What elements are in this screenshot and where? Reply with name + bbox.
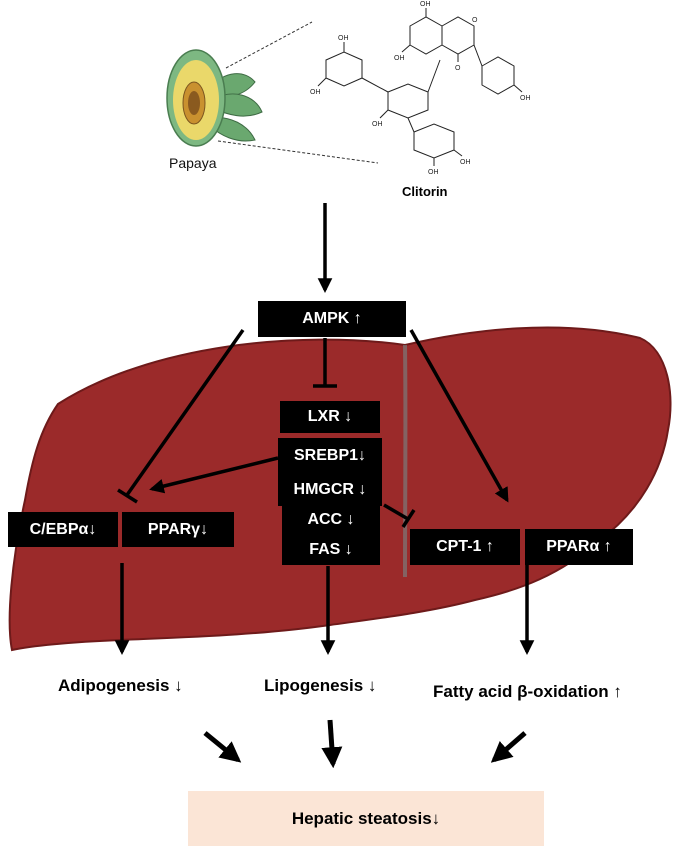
atom-oh-7: OH — [428, 169, 439, 176]
zoom-line-bottom — [217, 140, 379, 164]
node-lxr: LXR ↓ — [280, 401, 380, 433]
papaya-illustration — [166, 49, 263, 147]
arrow-srebp1-to-ppargamma — [149, 456, 279, 494]
inhibit-ampk-to-ppargamma — [125, 328, 245, 497]
papaya-label: Papaya — [169, 155, 217, 171]
node-fas: FAS ↓ — [282, 534, 380, 565]
clitorin-label: Clitorin — [402, 184, 448, 199]
arrow-ampk-to-cpt1 — [409, 329, 509, 503]
atom-o-1: O — [455, 65, 461, 72]
atom-o-2: O — [472, 17, 478, 24]
atom-oh-1: OH — [420, 1, 431, 8]
node-acc: ACC ↓ — [282, 505, 380, 534]
atom-oh-5: OH — [310, 89, 321, 96]
outcome-beta-oxidation: Fatty acid β-oxidation ↑ — [433, 682, 622, 701]
arrow-lipogenesis-to-steatosis — [321, 719, 343, 769]
sugar-ring-1 — [387, 83, 429, 119]
node-hmgcr: HMGCR ↓ — [278, 474, 382, 506]
outcome-steatosis-box: Hepatic steatosis↓ — [188, 791, 544, 846]
inhibit-acc-to-cpt1-bar — [401, 509, 416, 528]
inhibit-ampk-to-ppargamma-bar — [117, 488, 138, 504]
atom-oh-3: OH — [520, 95, 531, 102]
outcome-steatosis: Hepatic steatosis↓ — [291, 808, 441, 828]
inhibit-acc-to-cpt1 — [383, 503, 409, 521]
outcome-adipogenesis: Adipogenesis ↓ — [58, 676, 183, 695]
atom-oh-8: OH — [372, 121, 383, 128]
clitorin-structure — [317, 8, 523, 166]
atom-oh-6: OH — [460, 159, 471, 166]
arrow-oxidation-to-steatosis — [490, 731, 527, 763]
arrow-adipogenesis-to-steatosis — [203, 731, 242, 763]
ring-c — [441, 16, 475, 55]
ring-b — [481, 56, 515, 95]
node-ampk: AMPK ↑ — [258, 301, 406, 337]
node-srebp1: SREBP1↓ — [278, 438, 382, 474]
node-cpt1: CPT-1 ↑ — [410, 529, 520, 565]
node-ppar-alpha: PPARα ↑ — [525, 529, 633, 565]
sugar-ring-2 — [325, 51, 363, 87]
node-cebpa: C/EBPα↓ — [8, 512, 118, 547]
zoom-line-top — [225, 21, 313, 69]
ring-a — [409, 16, 443, 55]
papaya-seed-core — [188, 91, 200, 115]
sugar-ring-3 — [413, 123, 455, 159]
clitorin-atom-labels: OH OH OH OH OH OH OH OH O O — [310, 1, 531, 176]
atom-oh-4: OH — [338, 35, 349, 42]
atom-oh-2: OH — [394, 55, 405, 62]
node-ppar-gamma: PPARγ↓ — [122, 512, 234, 547]
outcome-lipogenesis: Lipogenesis ↓ — [264, 676, 377, 695]
